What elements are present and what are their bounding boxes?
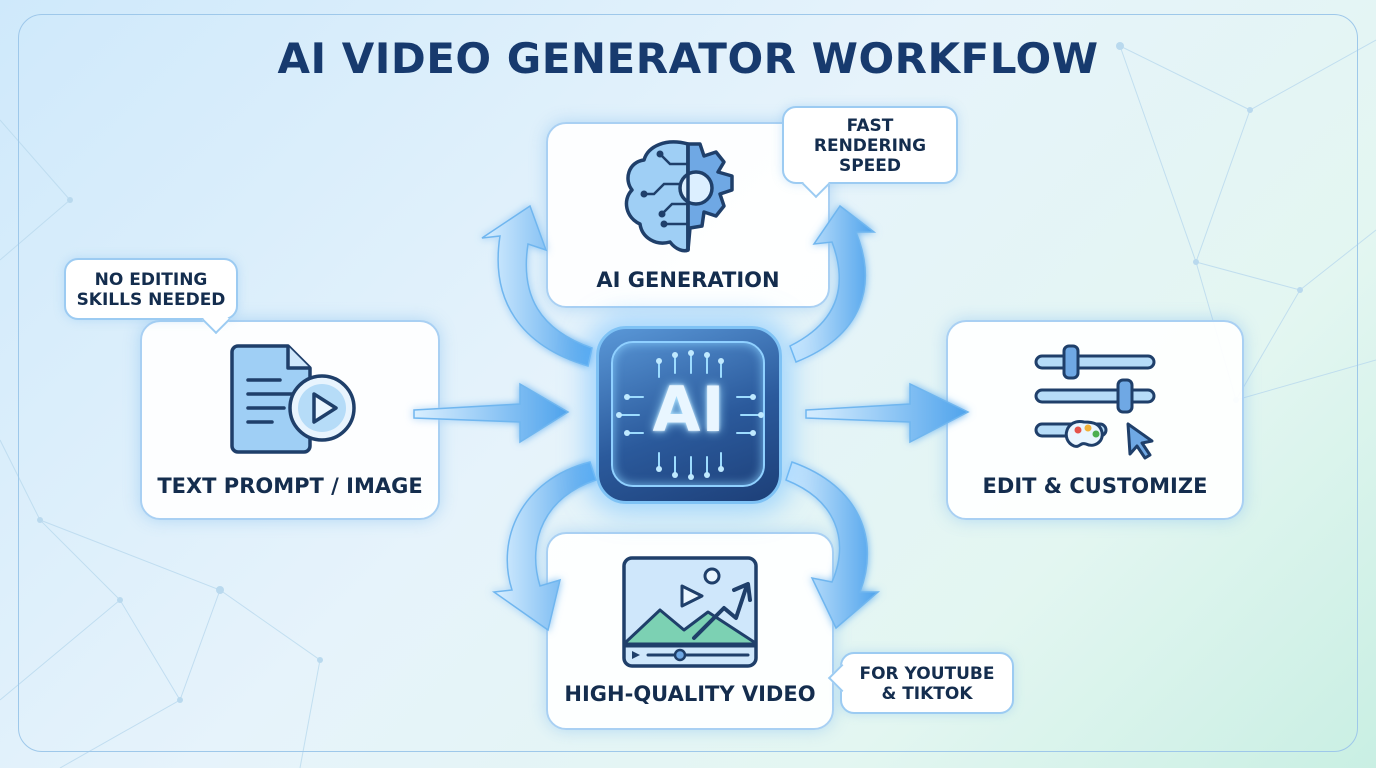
step-card-output: HIGH-QUALITY VIDEO xyxy=(546,532,834,730)
callout-fast-rendering: FAST RENDERING SPEED xyxy=(782,106,958,199)
video-frame-icon xyxy=(622,556,758,668)
callout-fast-line-1: FAST xyxy=(846,116,894,136)
document-video-icon xyxy=(230,344,356,454)
step-label-edit: EDIT & CUSTOMIZE xyxy=(982,474,1208,498)
ai-core-inner xyxy=(611,341,765,487)
step-card-generation: AI GENERATION xyxy=(546,122,830,308)
arrow-input-to-ai xyxy=(413,382,570,444)
circuit-icon xyxy=(616,350,764,480)
arrow-ai-to-edit xyxy=(805,382,970,444)
callout-fast-line-3: SPEED xyxy=(838,156,902,176)
arrow-ai-to-output-right xyxy=(785,461,881,630)
page-title: AI VIDEO GENERATOR WORKFLOW xyxy=(277,34,1099,83)
ai-core-box: AI xyxy=(596,326,782,504)
callout-no-editing-line-1: NO EDITING xyxy=(94,270,208,290)
step-card-edit: EDIT & CUSTOMIZE xyxy=(946,320,1244,520)
outer-frame xyxy=(18,14,1358,752)
callout-platforms: FOR YOUTUBE & TIKTOK xyxy=(827,652,1014,714)
step-label-generation: AI GENERATION xyxy=(596,268,780,292)
arrow-ai-to-output-left xyxy=(491,461,597,632)
brain-gear-icon xyxy=(624,140,734,253)
callout-no-editing-line-2: SKILLS NEEDED xyxy=(76,290,226,310)
callout-no-editing: NO EDITING SKILLS NEEDED xyxy=(64,258,238,335)
step-label-input: TEXT PROMPT / IMAGE xyxy=(157,474,423,498)
step-label-output: HIGH-QUALITY VIDEO xyxy=(564,682,816,706)
callout-platforms-line-2: & TIKTOK xyxy=(881,684,973,704)
arrow-ai-to-generation-left xyxy=(481,204,593,367)
callout-platforms-line-1: FOR YOUTUBE xyxy=(859,664,995,684)
sliders-palette-icon xyxy=(1034,344,1156,460)
arrow-ai-to-generation-right xyxy=(789,204,877,363)
ai-core-label: AI xyxy=(652,373,726,446)
callout-fast-line-2: RENDERING xyxy=(813,136,927,156)
step-card-input: TEXT PROMPT / IMAGE xyxy=(140,320,440,520)
